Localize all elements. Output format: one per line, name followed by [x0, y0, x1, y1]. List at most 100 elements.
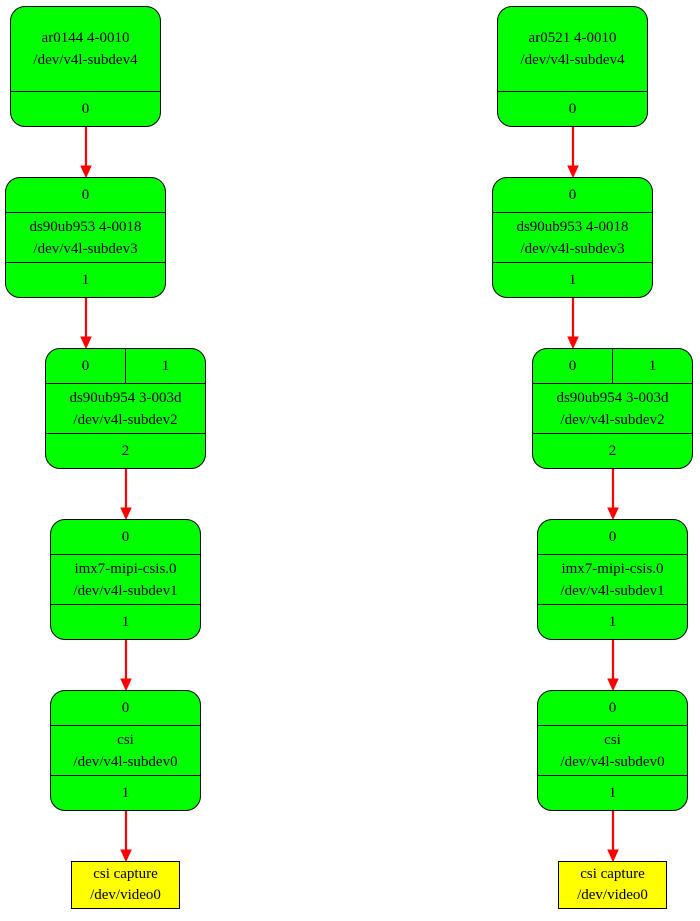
- left-node-csi[interactable]: 0 csi/dev/v4l-subdev0 1: [50, 690, 201, 811]
- left-node-capture[interactable]: csi capture/dev/video0: [71, 861, 180, 909]
- output-pads: 1: [538, 775, 687, 810]
- right-node-mipi[interactable]: 0 imx7-mipi-csis.0/dev/v4l-subdev1 1: [537, 519, 688, 640]
- right-node-serializer[interactable]: 0 ds90ub953 4-0018/dev/v4l-subdev3 1: [492, 177, 653, 298]
- output-pads: 2: [533, 433, 692, 468]
- output-pad-2[interactable]: 2: [608, 442, 617, 459]
- input-pads: 0: [493, 178, 652, 213]
- device-node-path: /dev/v4l-subdev0: [560, 753, 665, 770]
- entity-label: imx7-mipi-csis.0/dev/v4l-subdev1: [538, 555, 687, 604]
- left-node-sensor[interactable]: ar0144 4-0010/dev/v4l-subdev4 0: [10, 6, 161, 127]
- entity-label: ds90ub954 3-003d/dev/v4l-subdev2: [46, 384, 205, 433]
- entity-name: ds90ub953 4-0018: [516, 218, 629, 235]
- output-pads: 1: [538, 604, 687, 639]
- entity-label: csi/dev/v4l-subdev0: [51, 726, 200, 775]
- input-pads: 0: [6, 178, 165, 213]
- entity-label: ds90ub953 4-0018/dev/v4l-subdev3: [6, 213, 165, 262]
- device-node-path: /dev/v4l-subdev3: [520, 240, 625, 257]
- input-pads: 0: [51, 691, 200, 726]
- device-node-path: /dev/v4l-subdev3: [33, 240, 138, 257]
- device-node-path: /dev/v4l-subdev4: [33, 52, 138, 68]
- output-pads: 1: [51, 775, 200, 810]
- entity-name: csi: [604, 731, 621, 748]
- output-pad-0[interactable]: 0: [568, 100, 577, 117]
- left-link-arrow-1: [80, 127, 92, 179]
- arrowhead-icon: [567, 165, 579, 179]
- input-pad-1[interactable]: 1: [125, 349, 205, 383]
- entity-name: csi capture: [93, 866, 158, 882]
- entity-label: ar0144 4-0010/dev/v4l-subdev4: [11, 7, 160, 91]
- right-link-arrow-4: [607, 640, 619, 692]
- entity-name: imx7-mipi-csis.0: [74, 560, 177, 577]
- output-pads: 1: [51, 604, 200, 639]
- output-pads: 1: [6, 262, 165, 297]
- left-link-arrow-3: [120, 469, 132, 521]
- input-pad-0[interactable]: 0: [121, 528, 130, 545]
- device-node-path: /dev/video0: [90, 887, 161, 903]
- entity-name: imx7-mipi-csis.0: [561, 560, 664, 577]
- entity-label: imx7-mipi-csis.0/dev/v4l-subdev1: [51, 555, 200, 604]
- entity-label: ds90ub954 3-003d/dev/v4l-subdev2: [533, 384, 692, 433]
- arrowhead-icon: [607, 678, 619, 692]
- input-pad-0[interactable]: 0: [81, 357, 90, 374]
- arrowhead-icon: [607, 507, 619, 521]
- entity-name: ds90ub954 3-003d: [69, 389, 182, 406]
- input-pad-0[interactable]: 0: [568, 357, 577, 374]
- left-node-serializer[interactable]: 0 ds90ub953 4-0018/dev/v4l-subdev3 1: [5, 177, 166, 298]
- entity-label: csi capture/dev/video0: [90, 864, 161, 906]
- input-pads: 0: [51, 520, 200, 555]
- output-pad-1[interactable]: 1: [608, 784, 617, 801]
- input-pads: 0: [538, 691, 687, 726]
- right-node-sensor[interactable]: ar0521 4-0010/dev/v4l-subdev4 0: [497, 6, 648, 127]
- output-pads: 0: [11, 91, 160, 126]
- output-pads: 2: [46, 433, 205, 468]
- input-pad-0[interactable]: 0: [81, 186, 90, 203]
- right-link-arrow-3: [607, 469, 619, 521]
- left-link-arrow-5: [120, 811, 132, 863]
- output-pad-0[interactable]: 0: [81, 100, 90, 117]
- right-node-csi[interactable]: 0 csi/dev/v4l-subdev0 1: [537, 690, 688, 811]
- input-pad-0[interactable]: 0: [608, 699, 617, 716]
- entity-name: ds90ub954 3-003d: [556, 389, 669, 406]
- entity-name: ar0521 4-0010: [528, 30, 617, 46]
- input-pad-1[interactable]: 1: [612, 349, 692, 383]
- right-node-capture[interactable]: csi capture/dev/video0: [558, 861, 667, 909]
- device-node-path: /dev/v4l-subdev2: [73, 411, 178, 428]
- input-pads: 0: [538, 520, 687, 555]
- device-node-path: /dev/v4l-subdev1: [73, 582, 178, 599]
- arrowhead-icon: [80, 336, 92, 350]
- device-node-path: /dev/video0: [577, 887, 648, 903]
- entity-name: csi: [117, 731, 134, 748]
- right-link-arrow-5: [607, 811, 619, 863]
- output-pad-1[interactable]: 1: [568, 271, 577, 288]
- entity-label: ds90ub953 4-0018/dev/v4l-subdev3: [493, 213, 652, 262]
- output-pad-1[interactable]: 1: [121, 784, 130, 801]
- output-pad-1[interactable]: 1: [81, 271, 90, 288]
- left-node-mipi[interactable]: 0 imx7-mipi-csis.0/dev/v4l-subdev1 1: [50, 519, 201, 640]
- arrowhead-icon: [120, 507, 132, 521]
- input-pad-0[interactable]: 0: [568, 186, 577, 203]
- output-pads: 1: [493, 262, 652, 297]
- arrowhead-icon: [120, 849, 132, 863]
- device-node-path: /dev/v4l-subdev0: [73, 753, 178, 770]
- arrowhead-icon: [607, 849, 619, 863]
- output-pad-2[interactable]: 2: [121, 442, 130, 459]
- right-link-arrow-1: [567, 127, 579, 179]
- input-pad-0[interactable]: 0: [608, 528, 617, 545]
- right-link-arrow-2: [567, 298, 579, 350]
- device-node-path: /dev/v4l-subdev4: [520, 52, 625, 68]
- input-pad-0[interactable]: 0: [121, 699, 130, 716]
- entity-label: csi/dev/v4l-subdev0: [538, 726, 687, 775]
- output-pad-1[interactable]: 1: [608, 613, 617, 630]
- left-link-arrow-2: [80, 298, 92, 350]
- entity-name: ar0144 4-0010: [41, 30, 130, 46]
- entity-name: ds90ub953 4-0018: [29, 218, 142, 235]
- output-pad-1[interactable]: 1: [121, 613, 130, 630]
- entity-label: ar0521 4-0010/dev/v4l-subdev4: [498, 7, 647, 91]
- arrowhead-icon: [80, 165, 92, 179]
